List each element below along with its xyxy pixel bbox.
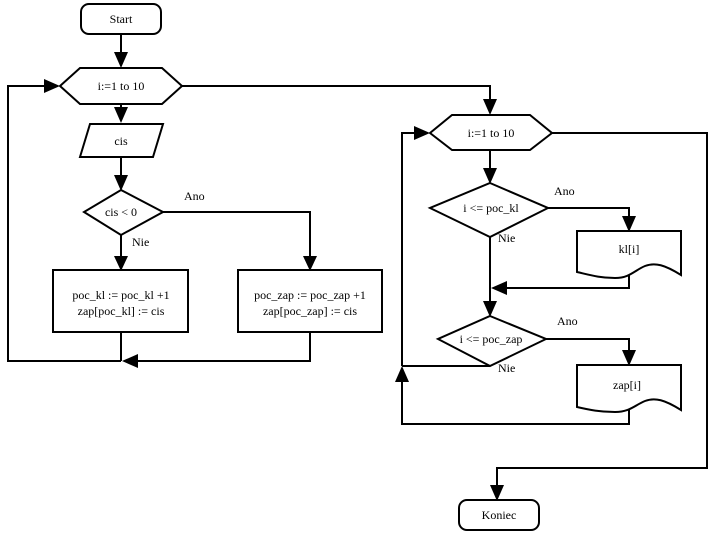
arrow-down-icon <box>114 107 128 123</box>
end-node: Koniec <box>458 499 540 531</box>
input-label: cis <box>114 134 128 148</box>
arrow-left-icon <box>491 281 507 295</box>
decision2-label: i <= poc_kl <box>463 201 519 215</box>
process-left: poc_kl := poc_kl +1 zap[poc_kl] := cis <box>52 269 189 333</box>
arrow-down-icon <box>303 256 317 271</box>
no-label: Nie <box>498 231 515 245</box>
decision2-node: i <= poc_kl <box>427 181 551 239</box>
decision3-label: i <= poc_zap <box>460 332 523 346</box>
output2-label: zap[i] <box>613 378 641 392</box>
output1-node: kl[i] <box>576 230 682 280</box>
input-node: cis <box>78 123 165 158</box>
process-left-line1: poc_kl := poc_kl +1 <box>72 288 169 302</box>
arrowheads <box>44 52 636 501</box>
loop1-label: i:=1 to 10 <box>98 79 145 93</box>
loop2-label: i:=1 to 10 <box>468 126 515 140</box>
output1-label: kl[i] <box>619 242 640 256</box>
arrow-down-icon <box>114 175 128 191</box>
start-node: Start <box>80 3 162 35</box>
arrow-down-icon <box>483 301 497 317</box>
arrow-up-icon <box>395 366 409 382</box>
arrow-down-icon <box>622 216 636 232</box>
arrow-down-icon <box>490 485 504 501</box>
no-label: Nie <box>132 235 149 249</box>
no-label: Nie <box>498 361 515 375</box>
arrow-right-icon <box>44 79 60 93</box>
decision3-node: i <= poc_zap <box>435 314 549 368</box>
process-right-line2: zap[poc_zap] := cis <box>263 304 357 318</box>
process-right: poc_zap := poc_zap +1 zap[poc_zap] := ci… <box>237 269 383 333</box>
decision1-label: cis < 0 <box>105 205 137 219</box>
yes-label: Ano <box>557 314 578 328</box>
end-label: Koniec <box>482 508 517 522</box>
arrow-down-icon <box>114 256 128 271</box>
arrow-down-icon <box>114 52 128 68</box>
arrow-down-icon <box>622 350 636 366</box>
yes-label: Ano <box>554 184 575 198</box>
arrow-down-icon <box>483 168 497 184</box>
loop1-node: i:=1 to 10 <box>58 67 184 105</box>
process-right-line1: poc_zap := poc_zap +1 <box>254 288 366 302</box>
arrow-down-icon <box>483 99 497 115</box>
yes-label: Ano <box>184 189 205 203</box>
process-left-line2: zap[poc_kl] := cis <box>78 304 165 318</box>
arrow-left-icon <box>122 354 138 368</box>
decision1-node: cis < 0 <box>82 188 166 237</box>
loop2-node: i:=1 to 10 <box>428 114 554 151</box>
arrow-right-icon <box>414 126 430 140</box>
start-label: Start <box>110 12 133 26</box>
output2-node: zap[i] <box>576 364 682 414</box>
